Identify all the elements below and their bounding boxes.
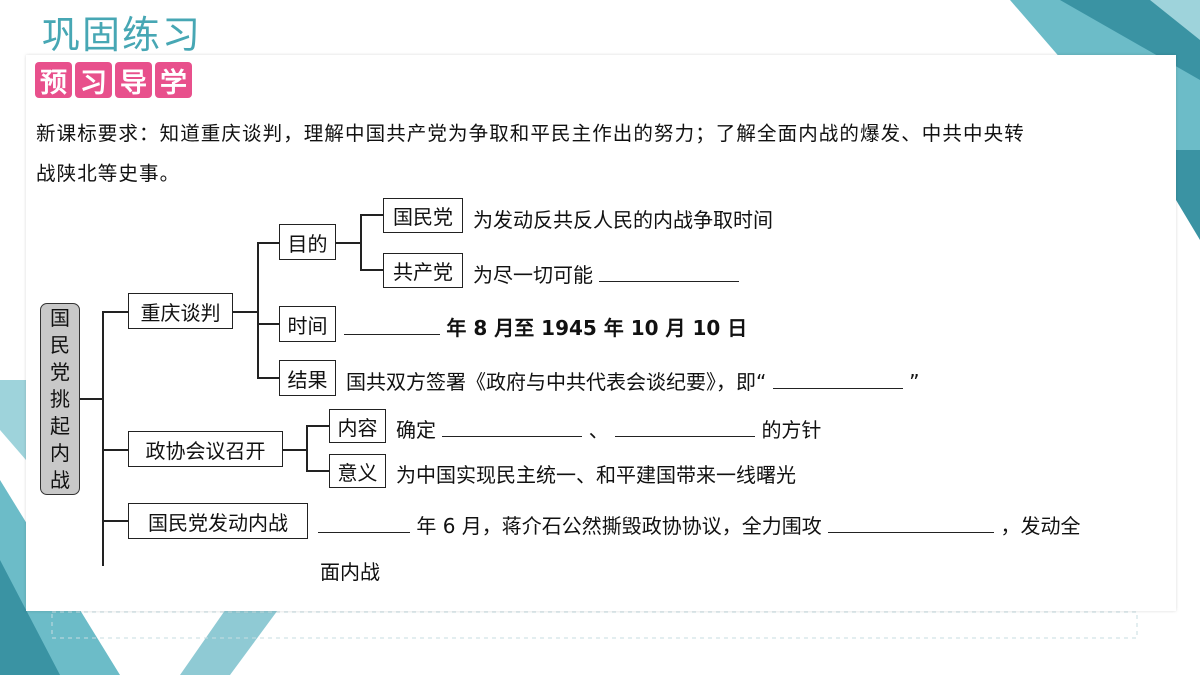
kmt-purpose-text: 为发动反共反人民的内战争取时间 [473,208,773,232]
node-pcc: 政协会议召开 [128,431,283,467]
answer-blank[interactable] [772,368,903,389]
badge-char: 导 [115,62,152,99]
result-text: 国共双方签署《政府与中共代表会谈纪要》，即“ [346,370,767,394]
node-content: 内容 [329,409,386,443]
meaning-text: 为中国实现民主统一、和平建国带来一线曙光 [396,463,796,487]
civil-war-line: 年 6 月，蒋介石公然撕毁政协协议，全力围攻 ，发动全 [318,510,1081,539]
answer-blank[interactable] [318,512,410,533]
root-char: 战 [50,467,70,492]
content-line: 确定 、 的方针 [396,414,821,443]
root-char: 挑 [50,386,70,411]
connector [257,377,279,379]
connector [360,214,362,270]
civil-war-text: 年 6 月，蒋介石公然撕毁政协协议，全力围攻 [416,514,822,538]
connector [257,242,279,244]
time-line: 年 8 月至 1945 年 10 月 10 日 [344,312,747,341]
requirement-line-1: 新课标要求：知道重庆谈判，理解中国共产党为争取和平民主作出的努力；了解全面内战的… [36,122,1025,145]
cpc-purpose-line: 为尽一切可能 [473,259,740,288]
connector [283,449,306,451]
node-purpose: 目的 [279,224,336,260]
root-char: 起 [50,413,70,438]
time-text: 年 8 月至 1945 年 10 月 10 日 [446,316,748,340]
badge-char: 预 [35,62,72,99]
connector [306,425,329,427]
connector [336,242,360,244]
connector [306,425,308,471]
answer-blank[interactable] [599,261,740,282]
node-result: 结果 [279,360,336,396]
connector [102,520,128,522]
requirement-line-2: 战陕北等史事。 [36,162,181,185]
root-char: 内 [50,440,70,465]
cpc-purpose-text: 为尽一切可能 [473,263,593,287]
civil-war-text-end: ，发动全 [1000,514,1081,538]
badge-char: 学 [155,62,192,99]
root-char: 民 [50,332,70,357]
answer-blank[interactable] [828,512,995,533]
connector [306,470,329,472]
section-badge: 预 习 导 学 [35,62,192,99]
page-title: 巩固练习 [42,13,203,57]
connector [102,311,128,313]
civil-war-line-2: 面内战 [320,560,380,584]
answer-blank[interactable] [615,416,756,437]
connector [102,311,104,566]
node-time: 时间 [279,306,336,342]
content-sep: 、 [588,418,609,442]
node-cpc: 共产党 [383,253,463,288]
connector [257,323,279,325]
root-char: 国 [50,305,70,330]
root-char: 党 [50,359,70,384]
node-meaning: 意义 [329,454,386,488]
content-suffix: 的方针 [761,418,822,442]
connector [233,311,257,313]
answer-blank[interactable] [442,416,583,437]
root-node: 国 民 党 挑 起 内 战 [40,303,80,495]
connector [360,214,383,216]
result-line: 国共双方签署《政府与中共代表会谈纪要》，即“ ” [346,366,919,395]
content-prefix: 确定 [396,418,436,442]
connector [102,449,128,451]
node-kmt: 国民党 [383,198,463,233]
connector [257,242,259,377]
connector [78,398,102,400]
result-close-quote: ” [909,370,920,394]
answer-blank[interactable] [344,314,440,335]
node-chongqing: 重庆谈判 [128,293,233,329]
node-civil-war: 国民党发动内战 [128,503,308,539]
connector [360,269,383,271]
badge-char: 习 [75,62,112,99]
